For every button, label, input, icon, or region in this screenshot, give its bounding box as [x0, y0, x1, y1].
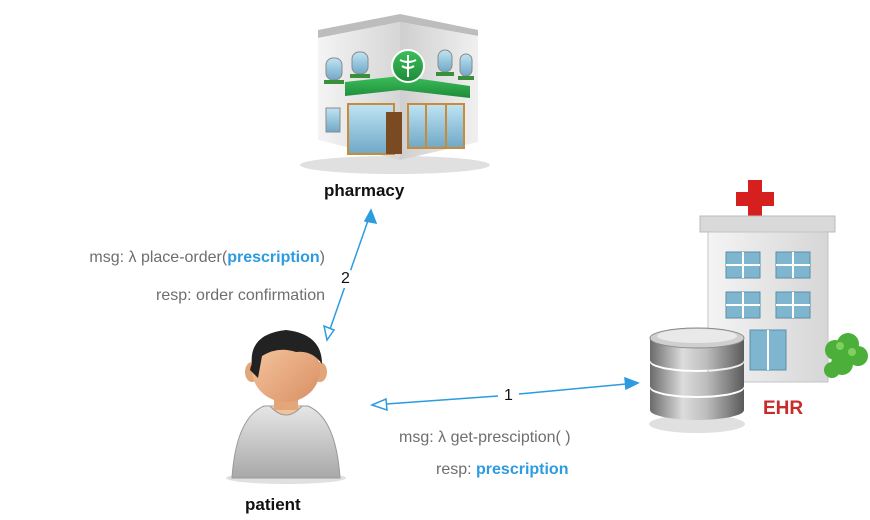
- edge-2-msg-suffix: ): [319, 249, 325, 266]
- edge-number-2: 2: [340, 270, 351, 288]
- pharmacy-building-icon: [300, 14, 490, 174]
- edge-2-msg-prefix: msg: λ place-order(: [89, 249, 228, 266]
- pharmacy-label: pharmacy: [324, 181, 405, 200]
- edge-1-msg: msg: λ get-presciption( ): [399, 429, 571, 446]
- edge-2-msg-highlight: prescription: [227, 249, 320, 266]
- edge-number-1: 1: [503, 387, 514, 405]
- arrowhead-to-patient-2: [369, 397, 388, 412]
- edge-2-msg: msg: λ place-order(prescription): [89, 248, 325, 268]
- edge-1-resp: resp: prescription: [436, 460, 568, 480]
- user-avatar-icon: [226, 330, 346, 484]
- arrow-patient-ehr: [369, 376, 640, 412]
- arrowhead-to-ehr: [624, 376, 640, 391]
- edge-1-resp-highlight: prescription: [476, 461, 569, 478]
- arrowhead-to-pharmacy: [363, 208, 378, 224]
- ehr-label: EHR: [763, 398, 804, 419]
- edge-1-resp-prefix: resp:: [436, 461, 477, 478]
- arrowhead-to-patient: [322, 324, 336, 342]
- patient-label: patient: [245, 495, 301, 514]
- edge-2-resp: resp: order confirmation: [156, 287, 325, 304]
- database-icon: [649, 327, 745, 433]
